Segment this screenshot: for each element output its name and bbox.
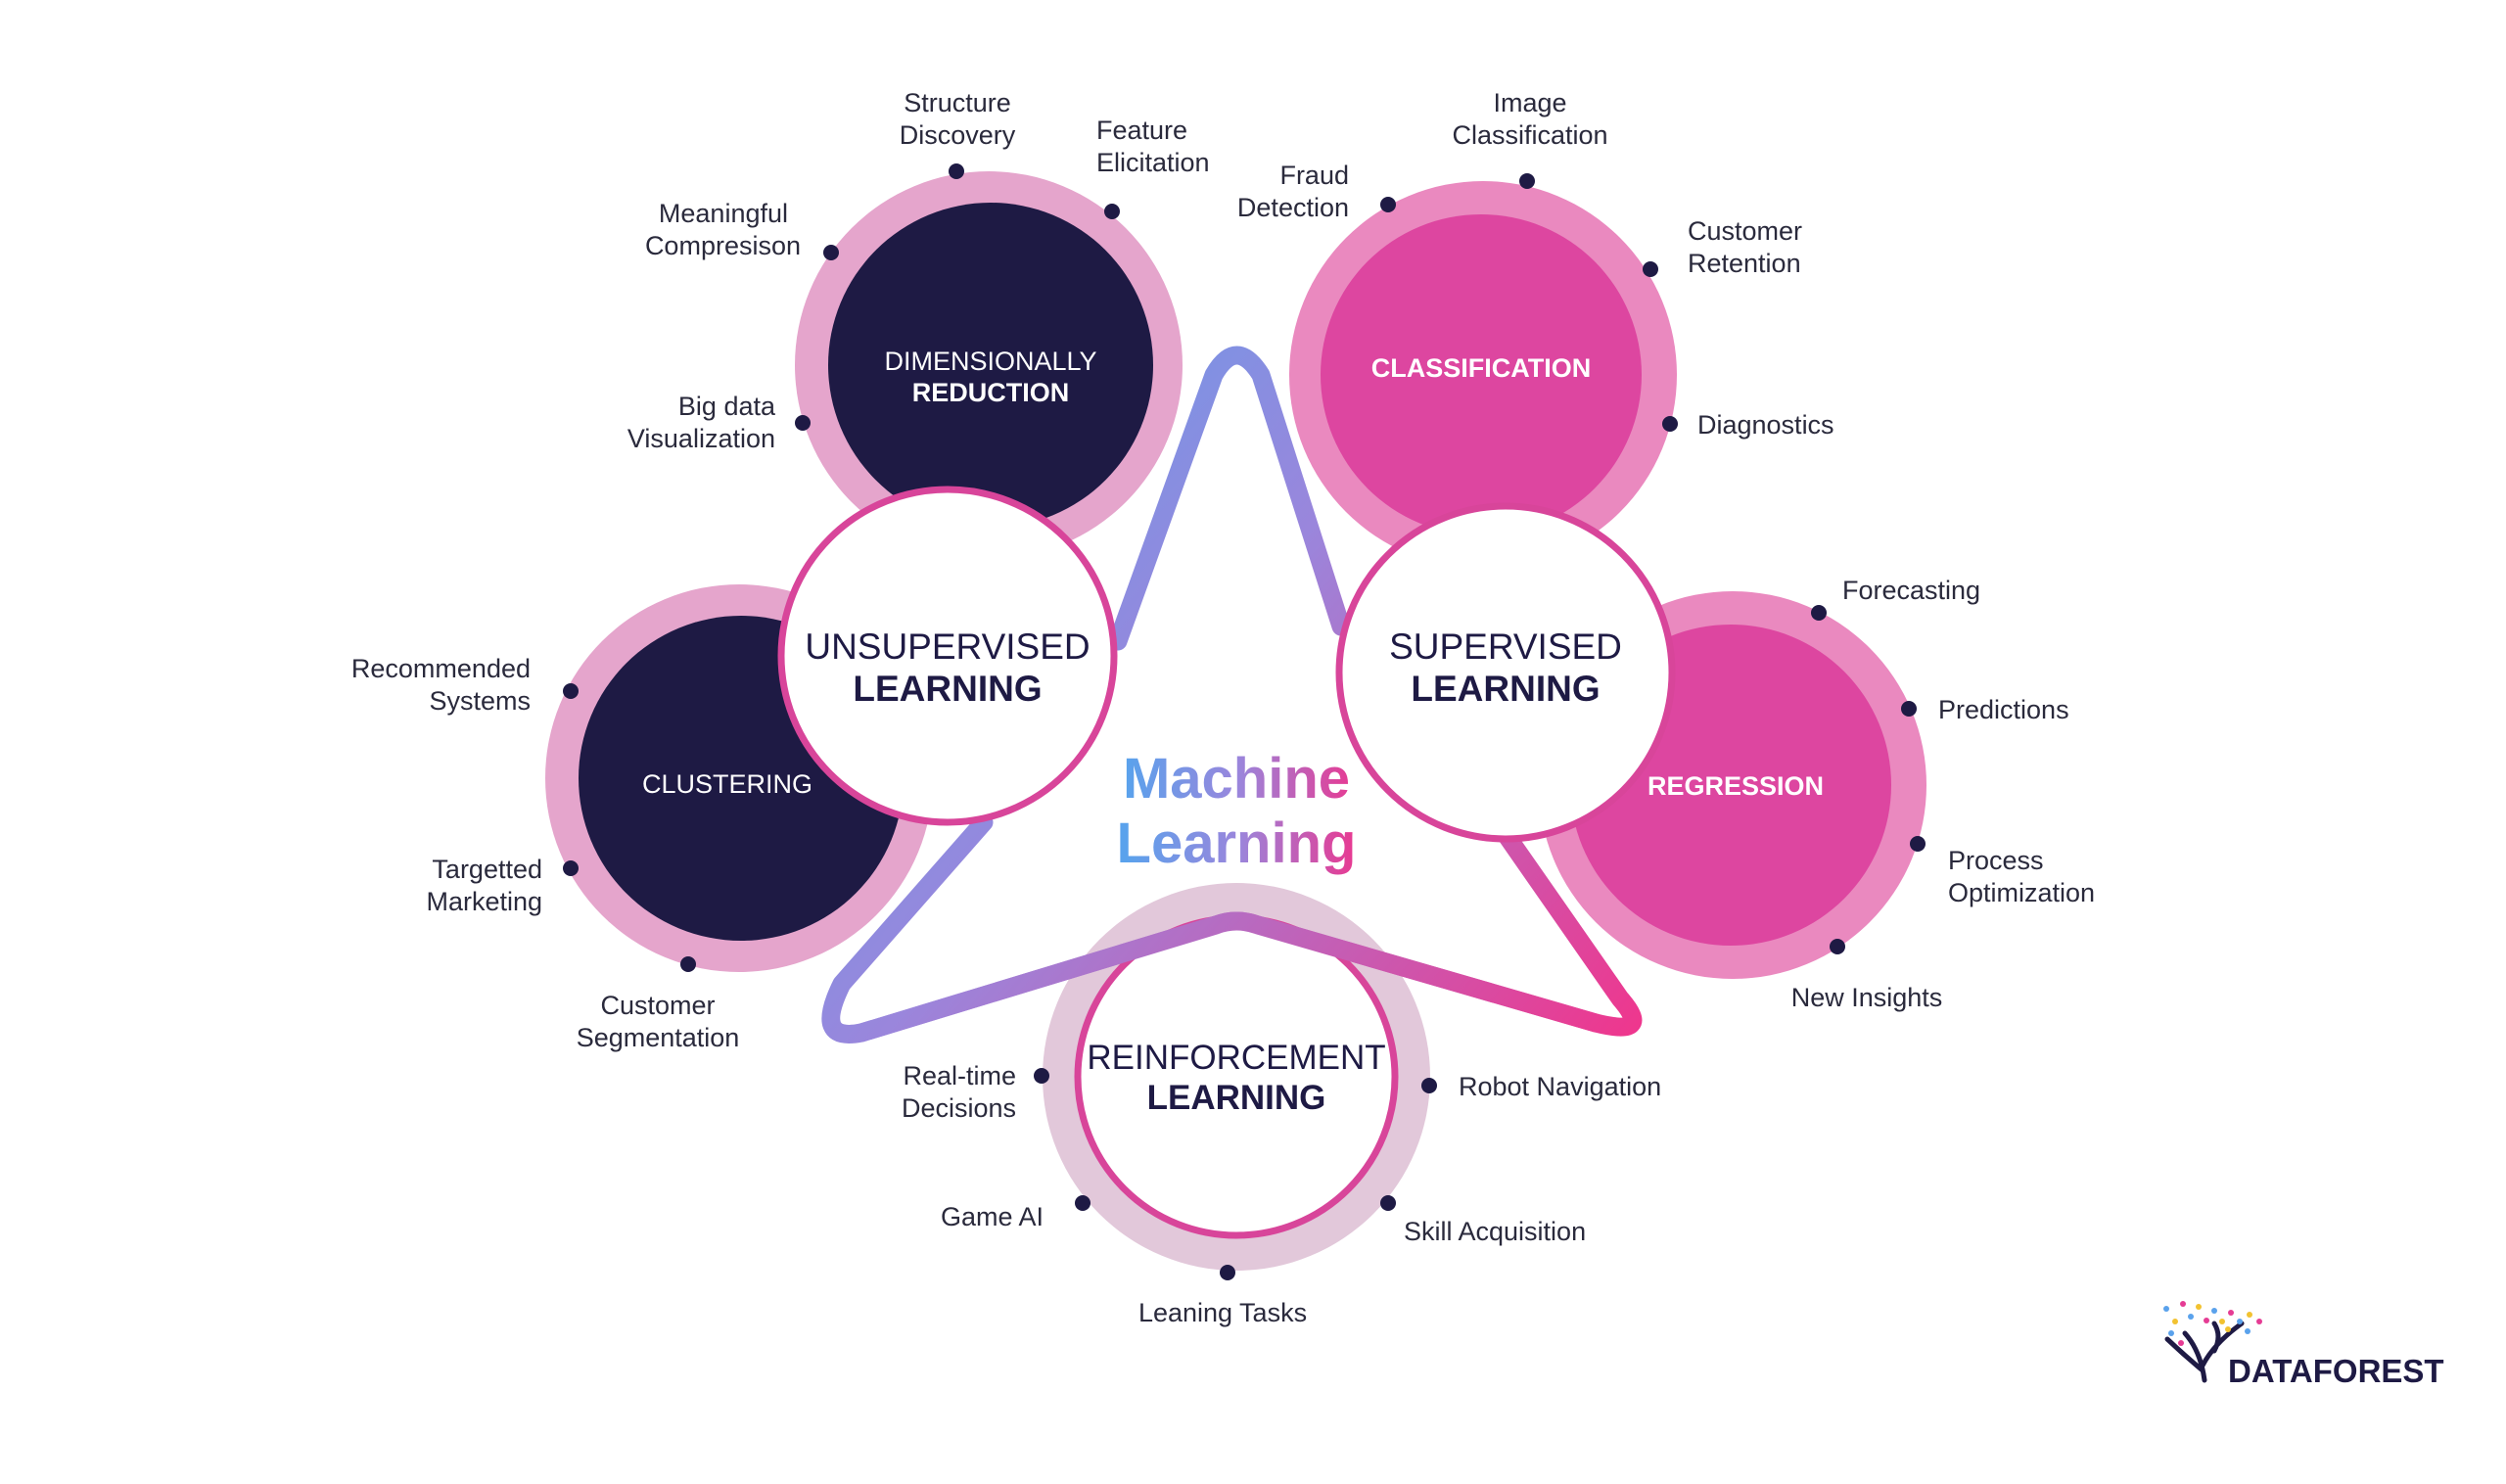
app-label: Targetted xyxy=(432,855,542,884)
app-label: New Insights xyxy=(1791,983,1943,1012)
app-label: Diagnostics xyxy=(1697,410,1834,440)
app-label: Customer xyxy=(600,991,715,1020)
dot xyxy=(1034,1068,1049,1084)
dot xyxy=(1104,204,1120,219)
applications-reinforcement: Real-time Decisions Robot Navigation Gam… xyxy=(902,1061,1661,1327)
hub-unsupervised: UNSUPERVISED LEARNING xyxy=(777,486,1118,826)
regression-label: REGRESSION xyxy=(1647,771,1824,801)
dot xyxy=(823,245,839,260)
dot xyxy=(1075,1195,1091,1211)
applications-classification: Image Classification Fraud Detection Cus… xyxy=(1237,88,1834,440)
logo-text: DATAFOREST xyxy=(2228,1353,2444,1389)
app-label: Discovery xyxy=(900,120,1016,150)
app-label: Customer xyxy=(1688,216,1802,246)
supervised-label-1: SUPERVISED xyxy=(1389,626,1622,667)
app-label: Visualization xyxy=(627,424,775,453)
app-label: Feature xyxy=(1096,116,1187,145)
app-label: Classification xyxy=(1452,120,1607,150)
tree-icon xyxy=(2163,1301,2262,1383)
unsupervised-hub-circle xyxy=(777,486,1118,826)
hub-reinforcement: REINFORCEMENT LEARNING xyxy=(1074,914,1399,1239)
dot xyxy=(1519,173,1535,189)
dot xyxy=(680,956,696,972)
title-line-1: Machine xyxy=(1123,747,1350,811)
reinforcement-label-2: LEARNING xyxy=(1147,1079,1326,1117)
dot xyxy=(563,683,579,699)
dot xyxy=(795,415,811,431)
app-label: Process xyxy=(1948,846,2044,875)
dimensionally-reduction-core xyxy=(828,203,1153,528)
category-dimensionally-reduction: DIMENSIONALLY REDUCTION xyxy=(795,171,1183,559)
dot xyxy=(1643,261,1658,277)
dot xyxy=(1901,701,1917,717)
dot xyxy=(949,163,964,179)
app-label: Marketing xyxy=(426,887,542,916)
app-label: Optimization xyxy=(1948,878,2095,907)
clustering-label: CLUSTERING xyxy=(642,769,812,799)
category-classification: CLASSIFICATION xyxy=(1289,181,1677,569)
dot xyxy=(1910,836,1926,852)
app-label: Detection xyxy=(1237,193,1349,222)
hub-supervised: SUPERVISED LEARNING xyxy=(1335,502,1676,843)
dot xyxy=(1662,416,1678,432)
dot xyxy=(1380,197,1396,212)
app-label: Compresison xyxy=(645,231,801,260)
dot xyxy=(1220,1265,1235,1280)
dataforest-logo: DATAFOREST xyxy=(2163,1301,2444,1389)
app-label: Game AI xyxy=(941,1202,1044,1231)
dimensionally-reduction-label-1: DIMENSIONALLY xyxy=(884,347,1096,376)
app-label: Structure xyxy=(904,88,1011,117)
supervised-label-2: LEARNING xyxy=(1411,669,1600,709)
unsupervised-label-1: UNSUPERVISED xyxy=(805,626,1090,667)
app-label: Predictions xyxy=(1938,695,2069,724)
app-label: Image xyxy=(1493,88,1566,117)
app-label: Real-time xyxy=(903,1061,1016,1090)
dimensionally-reduction-label-2: REDUCTION xyxy=(912,378,1070,407)
app-label: Systems xyxy=(429,686,531,716)
reinforcement-hub-circle xyxy=(1074,914,1399,1239)
app-label: Forecasting xyxy=(1842,576,1980,605)
reinforcement-label-1: REINFORCEMENT xyxy=(1087,1039,1385,1077)
dot xyxy=(1811,605,1827,621)
app-label: Fraud xyxy=(1279,161,1349,190)
app-label: Recommended xyxy=(351,654,531,683)
app-label: Robot Navigation xyxy=(1459,1072,1661,1101)
dot xyxy=(563,860,579,876)
applications-clustering: Recommended Systems Targetted Marketing … xyxy=(351,654,739,1052)
app-label: Big data xyxy=(678,392,776,421)
dot xyxy=(1830,939,1845,954)
app-label: Retention xyxy=(1688,249,1801,278)
dot xyxy=(1380,1195,1396,1211)
app-label: Skill Acquisition xyxy=(1404,1217,1586,1246)
app-label: Decisions xyxy=(902,1093,1016,1123)
classification-label: CLASSIFICATION xyxy=(1371,353,1592,383)
dot xyxy=(1421,1078,1437,1093)
classification-core xyxy=(1321,214,1642,535)
connector-triangle-bottom xyxy=(852,911,1605,1043)
app-label: Meaningful xyxy=(659,199,788,228)
unsupervised-label-2: LEARNING xyxy=(853,669,1042,709)
app-label: Leaning Tasks xyxy=(1138,1298,1307,1327)
applications-dimensionally-reduction: Structure Discovery Feature Elicitation … xyxy=(627,88,1210,453)
applications-regression: Forecasting Predictions Process Optimiza… xyxy=(1791,576,2095,1012)
supervised-hub-circle xyxy=(1335,502,1676,843)
title-line-2: Learning xyxy=(1117,812,1357,875)
app-label: Segmentation xyxy=(577,1023,740,1052)
app-label: Elicitation xyxy=(1096,148,1210,177)
